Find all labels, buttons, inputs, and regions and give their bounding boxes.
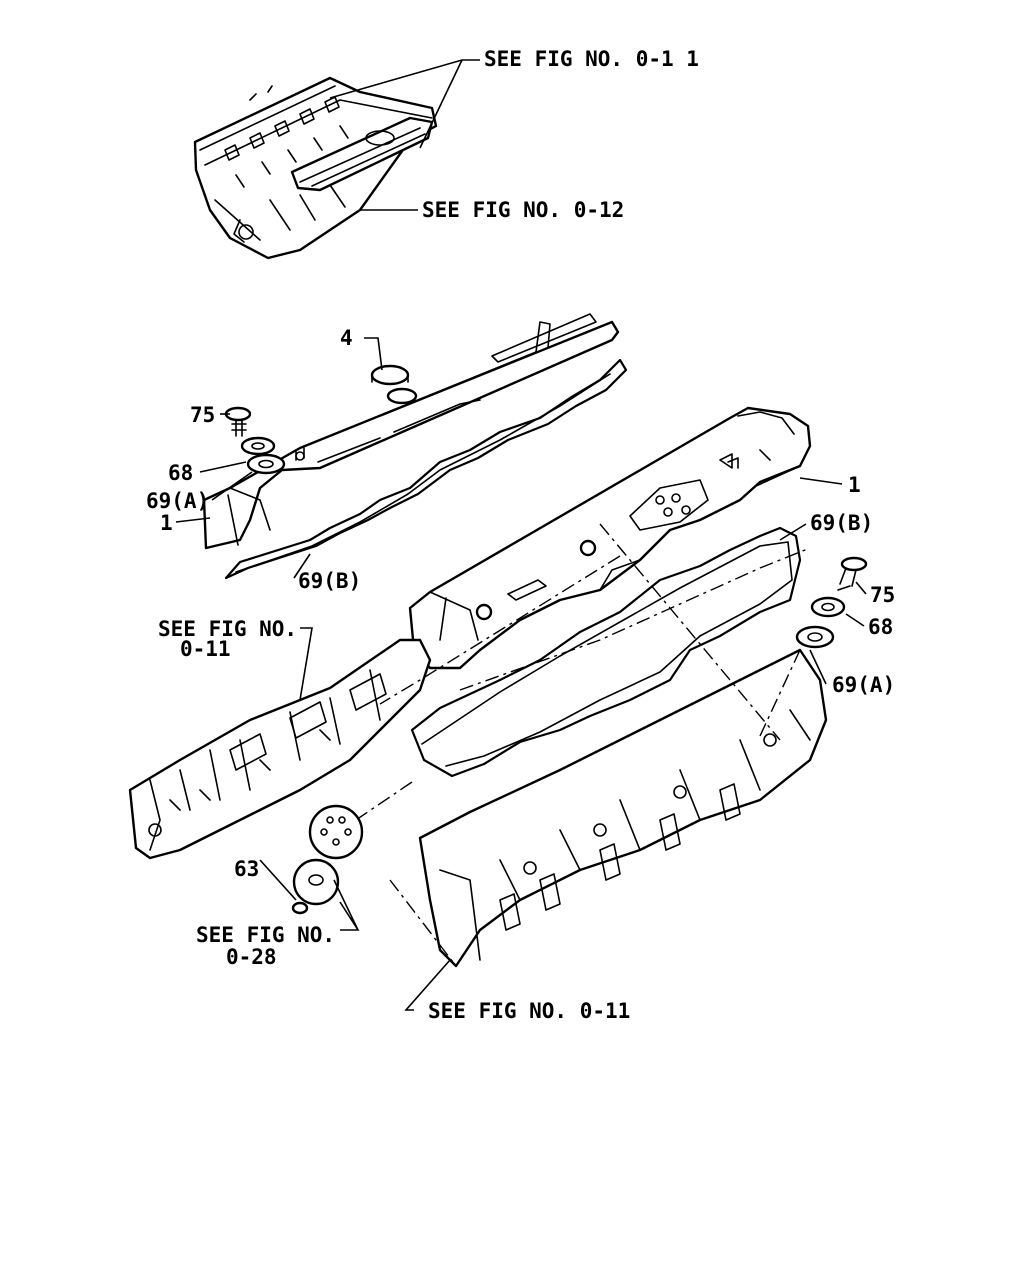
ref-fig-0-11-left-line2: 0-11 (180, 637, 231, 661)
callout-69a-left: 69(A) (146, 489, 209, 513)
leader-lines (175, 59, 867, 1011)
callout-69a-right: 69(A) (832, 673, 895, 697)
callout-69b-left: 69(B) (298, 569, 361, 593)
engine-overview (193, 76, 438, 260)
ref-fig-0-11-top: SEE FIG NO. 0-1 1 (484, 47, 699, 71)
alignment-lines (349, 523, 811, 967)
ref-fig-0-28-line2: 0-28 (226, 945, 277, 969)
left-valve-cover-gasket (224, 358, 628, 580)
callout-68-right: 68 (868, 615, 893, 639)
ref-fig-0-11-bottom: SEE FIG NO. 0-11 (428, 999, 630, 1023)
ref-fig-0-12: SEE FIG NO. 0-12 (422, 198, 624, 222)
ref-fig-0-11-left-line1: SEE FIG NO. (158, 617, 297, 641)
callout-63: 63 (234, 857, 259, 881)
left-fastener-group (224, 406, 286, 475)
ref-fig-0-28-line1: SEE FIG NO. (196, 923, 335, 947)
right-valve-cover (408, 406, 812, 670)
callout-labels: 4 75 68 69(A) 1 69(B) 1 69(B) 75 68 69(A… (146, 326, 895, 881)
callout-1-left: 1 (160, 511, 173, 535)
reference-labels: SEE FIG NO. 0-1 1 SEE FIG NO. 0-12 SEE F… (158, 47, 699, 1023)
callout-68-left: 68 (168, 461, 193, 485)
callout-4: 4 (340, 326, 353, 350)
callout-1-right: 1 (848, 473, 861, 497)
callout-75-left: 75 (190, 403, 215, 427)
breather-assembly (291, 804, 364, 915)
callout-75-right: 75 (870, 583, 895, 607)
right-valve-cover-gasket (410, 526, 802, 778)
left-cylinder-head (128, 638, 432, 860)
right-cylinder-head (418, 648, 828, 968)
callout-69b-right: 69(B) (810, 511, 873, 535)
oil-filler-cap (370, 364, 418, 405)
left-valve-cover (202, 313, 620, 550)
right-fastener-group (795, 556, 868, 649)
